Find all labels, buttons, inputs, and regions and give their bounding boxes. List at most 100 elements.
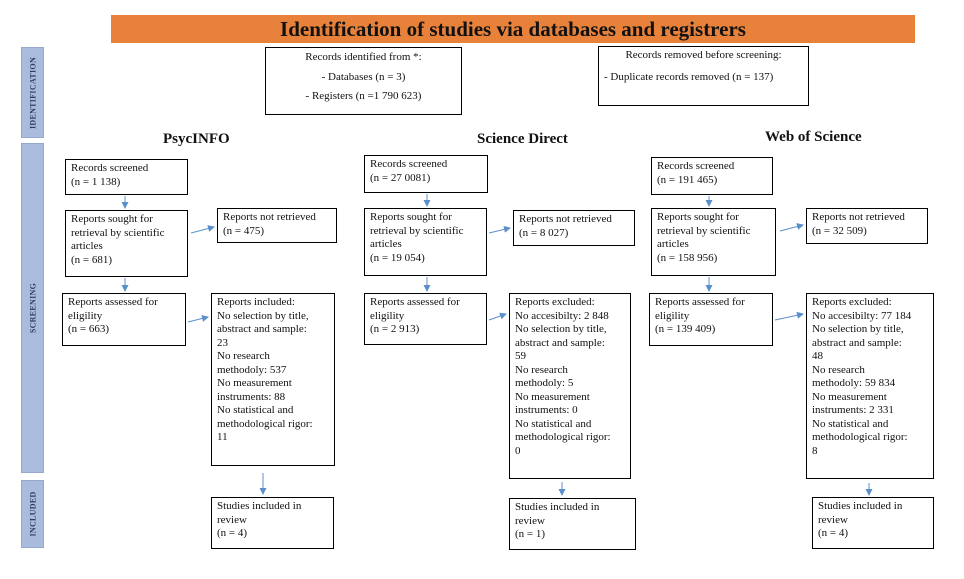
box-line: instruments: 88 — [217, 390, 286, 403]
box-line: (n = 1) — [515, 528, 546, 540]
box-line: 48 — [812, 350, 823, 362]
box-line: Reports sought for — [71, 213, 153, 225]
column-title: PsycINFO — [163, 131, 230, 147]
box-line: (n = 681) — [71, 253, 113, 266]
box-line: Reports sought for — [370, 211, 452, 223]
box-line: review — [818, 513, 848, 526]
reports-not-retrieved-box: Reports not retrieved (n = 8 027) — [513, 210, 635, 246]
box-line: No research — [812, 363, 865, 376]
records-removed-line: - Duplicate records removed (n = 137) — [604, 70, 774, 83]
studies-included-box: Studies included in review (n = 1) — [509, 498, 636, 550]
box-line: (n = 139 409) — [655, 323, 716, 335]
box-line: methodological rigor: — [217, 417, 313, 430]
box-line: Reports not retrieved — [519, 213, 612, 225]
box-line: No measurement — [515, 390, 590, 403]
box-line: Reports assessed for — [655, 296, 745, 308]
box-line: retrieval by scientific — [657, 224, 751, 237]
box-line: Reports not retrieved — [812, 211, 905, 223]
reports-excluded-box: Reports included: No selection by title,… — [211, 293, 335, 466]
box-line: No selection by title, — [812, 323, 904, 335]
box-line: eligility — [68, 309, 103, 322]
box-line: Records screened — [370, 158, 448, 170]
studies-included-box: Studies included in review (n = 4) — [211, 497, 334, 549]
stage-screening: SCREENING — [21, 143, 44, 473]
box-line: (n = 19 054) — [370, 251, 425, 264]
records-screened-box: Records screened (n = 1 138) — [65, 159, 188, 195]
box-line: Reports assessed for — [370, 296, 460, 308]
box-line: Records screened — [657, 160, 735, 172]
reports-assessed-box: Reports assessed for eligility (n = 139 … — [649, 293, 773, 346]
flow-arrow — [187, 315, 209, 323]
records-identified-line: - Databases (n = 3) — [321, 70, 406, 83]
records-removed-line: Records removed before screening: — [625, 49, 782, 61]
box-line: Reports assessed for — [68, 296, 158, 308]
box-line: articles — [71, 240, 103, 252]
box-line: Reports excluded: — [812, 296, 892, 308]
box-line: (n = 475) — [223, 224, 265, 237]
box-line: methodological rigor: — [515, 431, 611, 443]
reports-assessed-box: Reports assessed for eligility (n = 663) — [62, 293, 186, 346]
box-line: No selection by title, — [217, 309, 309, 322]
flow-arrow — [779, 223, 804, 232]
box-line: No accesibilty: 2 848 — [515, 309, 609, 322]
box-line: methodoly: 537 — [217, 363, 287, 376]
reports-sought-box: Reports sought for retrieval by scientif… — [364, 208, 487, 276]
box-line: (n = 191 465) — [657, 173, 718, 186]
box-line: (n = 32 509) — [812, 224, 867, 237]
box-line: articles — [370, 238, 402, 250]
box-line: (n = 4) — [818, 527, 849, 539]
box-line: No selection by title, — [515, 323, 607, 335]
box-line: No statistical and — [217, 404, 294, 416]
box-line: articles — [657, 238, 689, 250]
flow-arrow — [488, 225, 511, 234]
records-identified-line: Records identified from *: — [305, 51, 422, 63]
box-line: (n = 1 138) — [71, 175, 121, 188]
box-line: 59 — [515, 350, 526, 362]
records-identified-box: Records identified from *: - Databases (… — [265, 47, 462, 115]
box-line: eligility — [370, 309, 405, 322]
records-screened-box: Records screened (n = 191 465) — [651, 157, 773, 195]
box-line: retrieval by scientific — [370, 224, 464, 237]
box-line: review — [217, 513, 247, 526]
box-line: 11 — [217, 431, 228, 443]
box-line: review — [515, 514, 545, 527]
box-line: Reports sought for — [657, 211, 739, 223]
box-line: instruments: 2 331 — [812, 404, 894, 416]
box-line: (n = 158 956) — [657, 251, 718, 264]
box-line: methodoly: 59 834 — [812, 377, 896, 389]
box-line: No statistical and — [515, 417, 592, 430]
box-line: (n = 663) — [68, 323, 110, 335]
box-line: No measurement — [217, 377, 292, 389]
flow-arrow — [488, 312, 507, 321]
box-line: No measurement — [812, 390, 887, 403]
box-line: 8 — [812, 444, 818, 457]
flow-arrow — [774, 311, 804, 321]
records-screened-box: Records screened (n = 27 0081) — [364, 155, 488, 193]
reports-excluded-box: Reports excluded: No accesibilty: 2 848 … — [509, 293, 631, 479]
diagram-title: Identification of studies via databases … — [111, 15, 915, 43]
reports-excluded-box: Reports excluded: No accesibilty: 77 184… — [806, 293, 934, 479]
reports-not-retrieved-box: Reports not retrieved (n = 32 509) — [806, 208, 928, 244]
box-line: Studies included in — [818, 500, 903, 512]
box-line: Reports excluded: — [515, 296, 595, 308]
box-line: No accesibilty: 77 184 — [812, 309, 912, 322]
reports-sought-box: Reports sought for retrieval by scientif… — [65, 210, 188, 277]
box-line: retrieval by scientific — [71, 226, 165, 239]
stage-included: INCLUDED — [21, 480, 44, 548]
reports-sought-box: Reports sought for retrieval by scientif… — [651, 208, 776, 276]
box-line: (n = 4) — [217, 527, 248, 539]
reports-not-retrieved-box: Reports not retrieved (n = 475) — [217, 208, 337, 243]
box-line: methodological rigor: — [812, 431, 908, 443]
box-line: No research — [217, 350, 270, 362]
box-line: (n = 27 0081) — [370, 171, 431, 184]
reports-assessed-box: Reports assessed for eligility (n = 2 91… — [364, 293, 487, 345]
box-line: No research — [515, 363, 568, 376]
box-line: Reports not retrieved — [223, 211, 316, 223]
flow-arrow — [190, 225, 215, 234]
box-line: Reports included: — [217, 296, 295, 308]
box-line: No statistical and — [812, 417, 889, 430]
records-identified-line: - Registers (n =1 790 623) — [305, 90, 422, 102]
box-line: 0 — [515, 444, 521, 457]
box-line: abstract and sample: — [217, 323, 307, 335]
